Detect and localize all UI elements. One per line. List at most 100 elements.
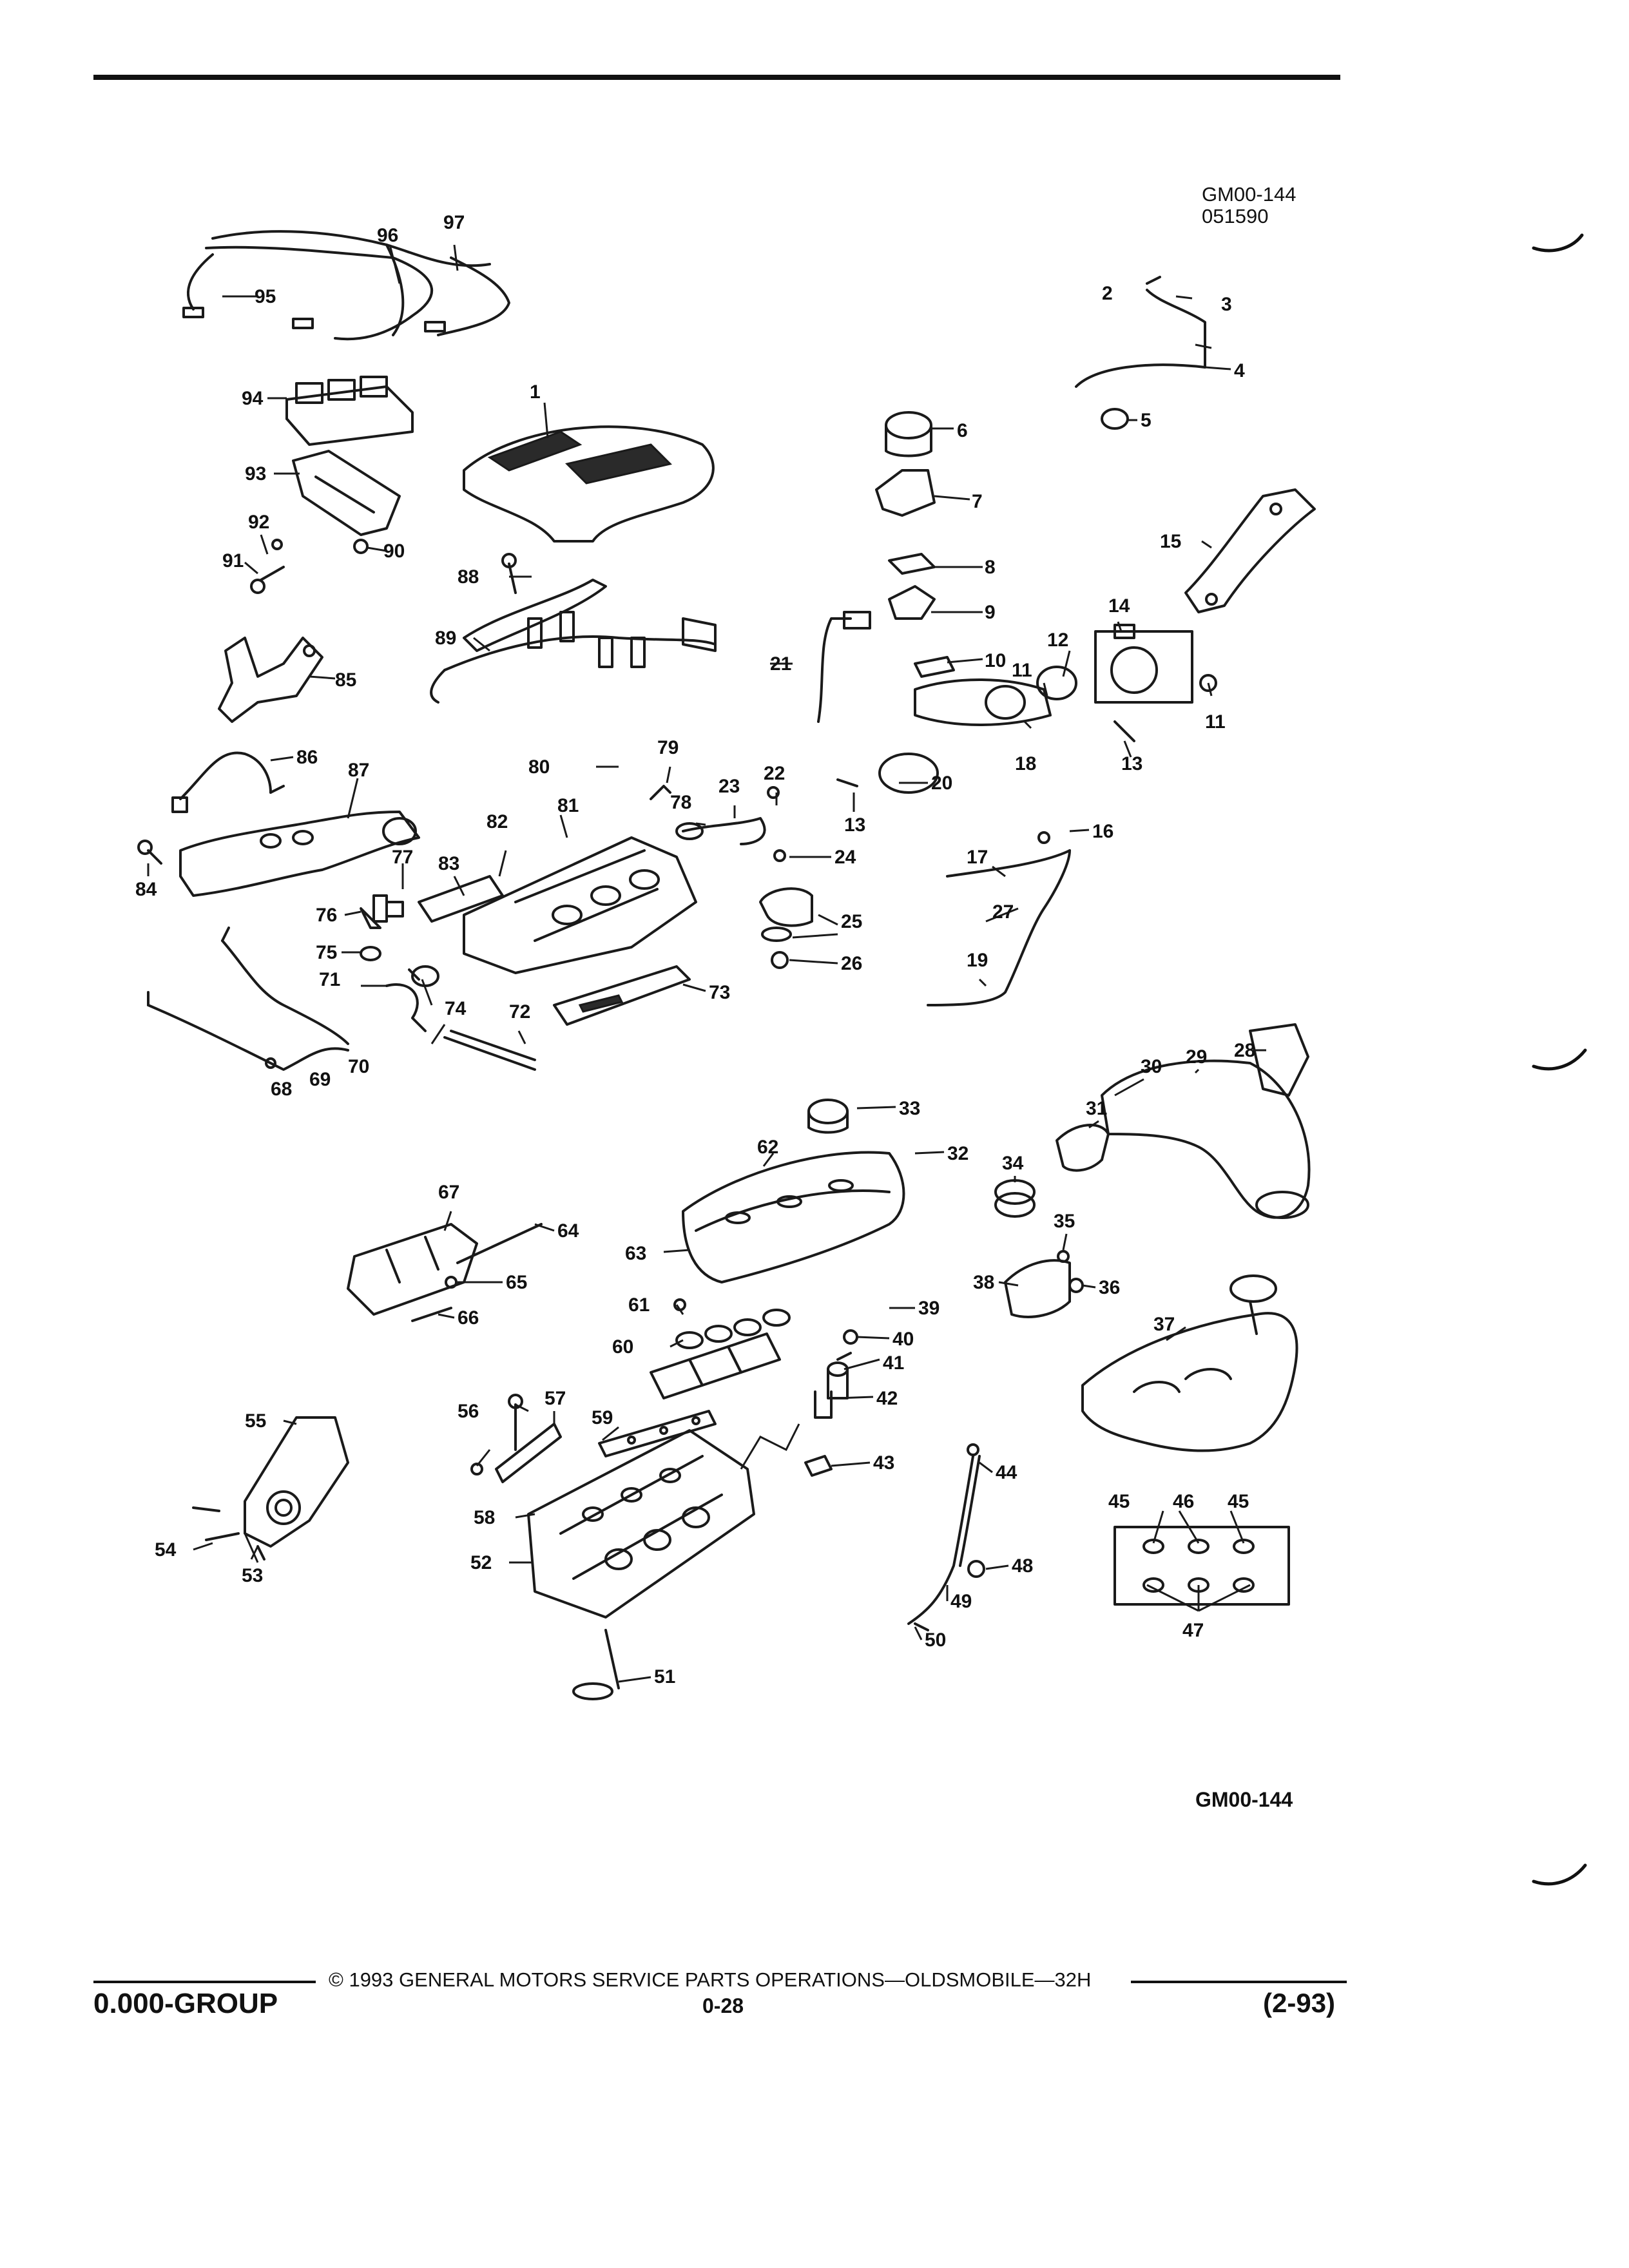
callout-21: 21 [770,653,791,675]
callout-82: 82 [487,811,508,832]
callout-90: 90 [383,541,405,562]
callout-68: 68 [271,1079,292,1100]
part-valve-51 [572,1629,620,1700]
callout-15: 15 [1160,531,1181,552]
callout-4: 4 [1234,360,1245,381]
part-lifter-guide-59 [598,1410,717,1457]
callout-84: 84 [135,879,157,900]
part-oxygen-sensor-86 [171,751,285,813]
part-exhaust-crossover-87 [137,811,420,897]
part-valve-springs [740,1329,858,1477]
callout-26: 26 [841,953,862,974]
part-bracket-85 [218,637,323,723]
callout-42: 42 [876,1388,898,1409]
callout-61: 61 [628,1294,650,1316]
footer-date: (2-93) [1263,1988,1336,2018]
top-rule [93,75,1340,80]
callout-94: 94 [242,388,264,409]
callout-40: 40 [892,1329,914,1350]
callout-24: 24 [834,847,856,868]
callout-16: 16 [1092,821,1113,842]
callout-33: 33 [899,1098,920,1119]
part-pipe-19 [927,831,1071,1006]
callout-11b: 11 [1205,711,1226,733]
callout-25: 25 [841,911,862,932]
callout-48: 48 [1012,1555,1033,1577]
callout-76: 76 [316,905,337,926]
callout-29: 29 [1186,1046,1207,1068]
callout-53: 53 [242,1565,263,1586]
callout-64: 64 [557,1220,579,1242]
part-ignition-wires [182,230,510,341]
callout-87: 87 [348,760,369,781]
callout-97: 97 [443,212,465,233]
footer-copyright: © 1993 GENERAL MOTORS SERVICE PARTS OPER… [329,1968,1092,1991]
callout-86: 86 [296,747,318,768]
part-thermostat-housing [759,887,813,969]
callout-32: 32 [947,1143,969,1164]
callout-28: 28 [1234,1040,1255,1061]
callout-54: 54 [155,1539,177,1561]
callout-30: 30 [1141,1056,1162,1077]
callout-1: 1 [530,381,541,403]
part-heat-shield-38 [1004,1250,1084,1318]
part-map-sensor [875,411,955,678]
callout-75: 75 [316,942,337,963]
margin-marks [1532,233,1587,1886]
callout-47: 47 [1182,1620,1204,1641]
callout-2: 2 [1102,283,1113,304]
part-coil-bracket [250,450,401,594]
callout-10: 10 [985,650,1006,671]
footer-page-number: 0-28 [702,1994,744,2017]
callout-46: 46 [1173,1491,1194,1512]
callout-67: 67 [438,1182,459,1203]
callout-3: 3 [1221,294,1232,315]
callout-9: 9 [985,602,996,623]
callout-8: 8 [985,557,996,578]
diagram-bottom-id: GM00-144 [1195,1788,1293,1811]
callout-7: 7 [972,491,983,512]
part-egr-pipe [650,785,786,862]
part-exhaust-gasket [1113,1526,1290,1606]
callouts: 1 2 3 4 5 6 7 8 9 10 11 11 12 13 13 14 1… [135,212,1255,1687]
part-coolant-pipe-69 [147,927,349,1071]
callout-52: 52 [470,1552,492,1573]
callout-89: 89 [435,628,456,649]
callout-95: 95 [255,286,276,307]
callout-11a: 11 [1012,660,1032,681]
part-valve-cover [682,1151,905,1283]
callout-57: 57 [545,1388,566,1409]
callout-73: 73 [709,982,730,1003]
callout-18: 18 [1015,753,1036,774]
footer-group: 0.000-GROUP [93,1988,278,2019]
callout-92: 92 [248,512,269,533]
callout-85: 85 [335,669,356,691]
callout-45a: 45 [1108,1491,1130,1512]
callout-5: 5 [1141,410,1152,431]
callout-83: 83 [438,853,459,874]
diagram-id-number: 051590 [1202,205,1269,227]
diagram-id: GM00-144 051590 [1202,184,1296,227]
part-fuel-rail [430,553,717,704]
callout-50: 50 [925,1629,946,1651]
callout-55: 55 [245,1410,266,1432]
callout-78: 78 [670,792,691,813]
part-exhaust-pipe-29 [1055,1023,1311,1219]
callout-96: 96 [377,225,398,246]
callout-91: 91 [222,550,244,572]
part-vacuum-line [1075,276,1206,430]
callout-65: 65 [506,1272,527,1293]
part-fuel-injector [360,894,404,961]
part-pipe-21 [817,611,871,723]
callout-81: 81 [557,795,579,816]
callout-74: 74 [445,998,467,1019]
callout-93: 93 [245,463,266,485]
callout-22: 22 [764,763,785,784]
callout-31: 31 [1086,1098,1107,1119]
callout-35: 35 [1054,1211,1075,1232]
part-engine-cover [463,425,715,543]
part-throttle-body [1094,624,1217,742]
callout-34: 34 [1002,1153,1024,1174]
callout-39: 39 [918,1298,940,1319]
